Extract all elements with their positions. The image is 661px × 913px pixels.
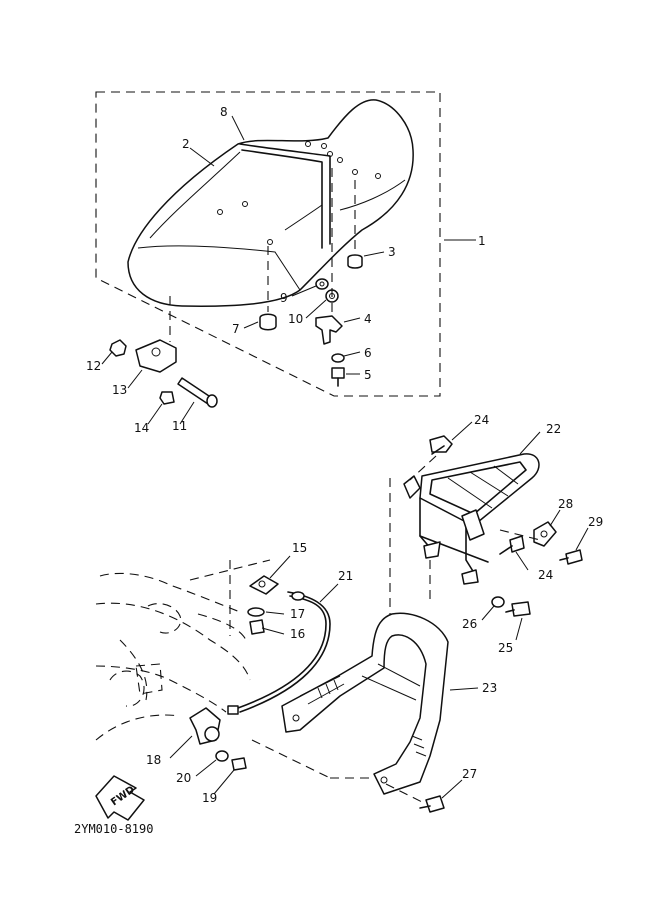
grip-ridges bbox=[317, 679, 427, 757]
callout-15: 15 bbox=[292, 541, 307, 555]
callout-26: 26 bbox=[462, 617, 477, 631]
shaft-11 bbox=[177, 377, 218, 408]
seat-lock-bracket-13 bbox=[135, 296, 177, 373]
seat-lock-assembly-18 bbox=[189, 707, 221, 745]
seat bbox=[127, 99, 414, 307]
leader-lines bbox=[101, 115, 476, 425]
washer-20 bbox=[215, 750, 229, 762]
callout-11: 11 bbox=[172, 419, 187, 433]
seat-lock-cable-21 bbox=[227, 591, 331, 715]
callout-5: 5 bbox=[364, 368, 372, 382]
callout-28: 28 bbox=[558, 497, 573, 511]
seat-assembly-boundary bbox=[95, 91, 441, 397]
callout-23: 23 bbox=[482, 681, 497, 695]
carrier-leaders bbox=[389, 421, 589, 641]
callout-7: 7 bbox=[232, 322, 240, 336]
bolt-24-upper bbox=[429, 435, 453, 455]
callout-numbers: 1 2 3 4 5 6 7 8 9 10 11 12 13 14 15 16 1… bbox=[86, 105, 603, 805]
washer-6 bbox=[331, 353, 345, 363]
bolt-24-lower bbox=[499, 535, 525, 555]
callout-3: 3 bbox=[388, 245, 396, 259]
callout-1: 1 bbox=[478, 234, 486, 248]
cable-holder-15 bbox=[249, 575, 279, 595]
carrier-22 bbox=[403, 453, 540, 585]
washer-26 bbox=[491, 596, 505, 608]
callout-4: 4 bbox=[364, 312, 372, 326]
callout-24-upper: 24 bbox=[474, 413, 489, 427]
bolt-16 bbox=[249, 619, 265, 635]
nut-14 bbox=[159, 391, 175, 405]
callout-19: 19 bbox=[202, 791, 217, 805]
bolt-27 bbox=[419, 795, 445, 813]
callout-12: 12 bbox=[86, 359, 101, 373]
callout-2: 2 bbox=[182, 137, 190, 151]
bolt-5 bbox=[331, 367, 345, 387]
seat-damper-7 bbox=[259, 246, 277, 331]
callout-6: 6 bbox=[364, 346, 372, 360]
callout-14: 14 bbox=[134, 421, 149, 435]
washer-9 bbox=[315, 278, 329, 290]
callout-18: 18 bbox=[146, 753, 161, 767]
diagram-code: 2YM010-8190 bbox=[74, 822, 153, 836]
callout-25: 25 bbox=[498, 641, 513, 655]
nut-12 bbox=[109, 339, 127, 357]
seat-damper-3 bbox=[347, 180, 363, 269]
callout-20: 20 bbox=[176, 771, 191, 785]
grab-bar-23 bbox=[281, 612, 449, 795]
bolt-25 bbox=[505, 601, 531, 617]
holder-28 bbox=[533, 521, 557, 547]
washer-17 bbox=[247, 607, 265, 617]
callout-22: 22 bbox=[546, 422, 561, 436]
callout-9: 9 bbox=[280, 291, 288, 305]
callout-10: 10 bbox=[288, 312, 303, 326]
bolt-29 bbox=[559, 549, 583, 565]
callout-21: 21 bbox=[338, 569, 353, 583]
callout-27: 27 bbox=[462, 767, 477, 781]
grab-bar-leaders bbox=[385, 687, 479, 805]
callout-29: 29 bbox=[588, 515, 603, 529]
lower-left-leaders bbox=[169, 555, 370, 795]
seat-hook-4 bbox=[315, 168, 343, 345]
frame-context bbox=[95, 559, 271, 741]
callout-24-lower: 24 bbox=[538, 568, 553, 582]
callout-17: 17 bbox=[290, 607, 305, 621]
bolt-19 bbox=[231, 757, 247, 771]
fwd-arrow: FWD bbox=[95, 775, 145, 821]
callout-8: 8 bbox=[220, 105, 228, 119]
callout-16: 16 bbox=[290, 627, 305, 641]
callout-13: 13 bbox=[112, 383, 127, 397]
